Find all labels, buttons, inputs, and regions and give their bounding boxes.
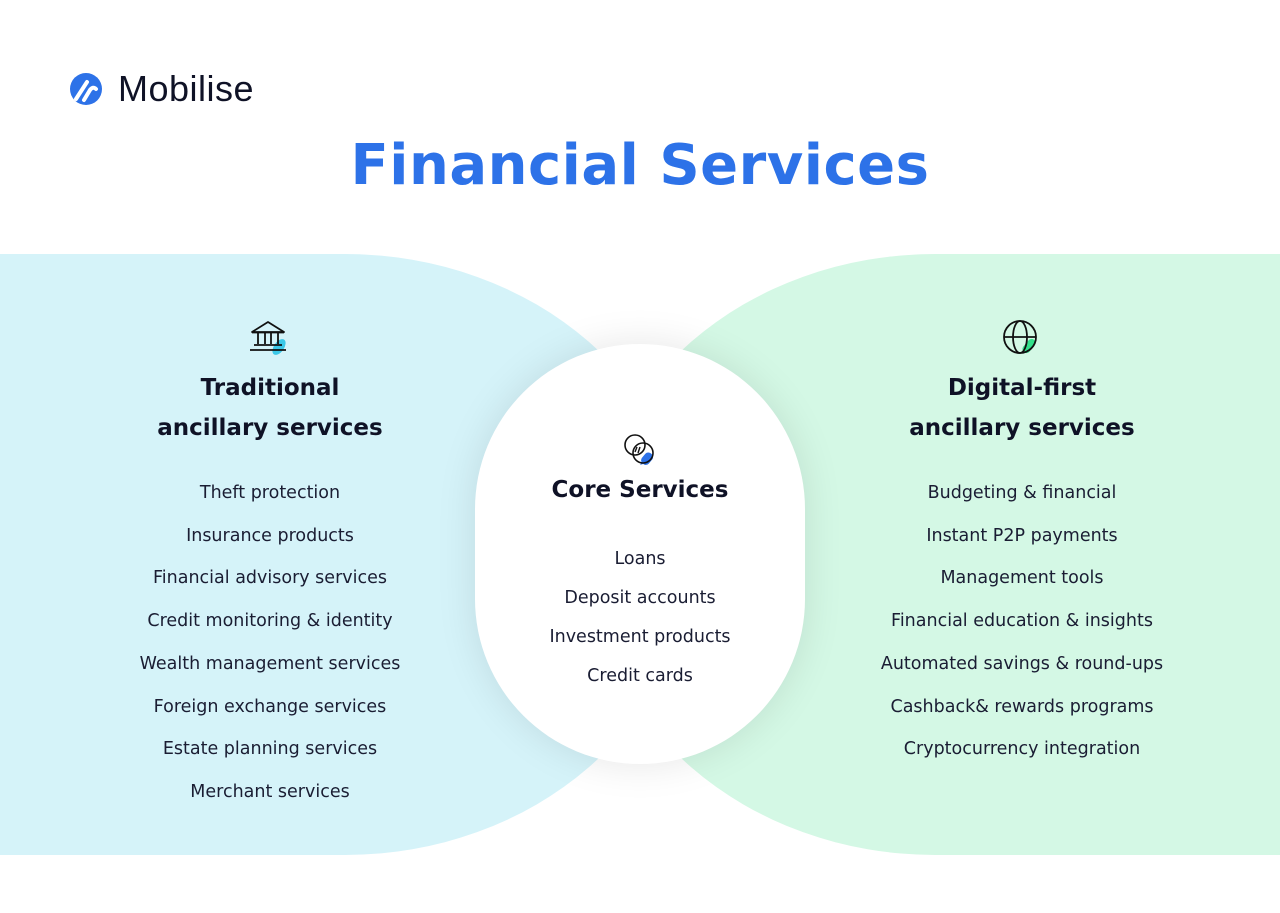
list-item: Foreign exchange services [153, 696, 387, 717]
list-item: Investment products [549, 627, 731, 647]
title-line-2: ancillary services [157, 415, 383, 441]
list-item: Estate planning services [162, 739, 378, 760]
overlapping-circles-icon [620, 432, 660, 468]
title-line-1: Traditional [200, 375, 340, 401]
list-item: Cryptocurrency integration [903, 739, 1141, 760]
list-item: Automated savings & round-ups [880, 653, 1164, 674]
traditional-services-list: Theft protection Insurance products Fina… [60, 472, 480, 814]
title-line-1: Digital-first [947, 375, 1097, 401]
list-item: Management tools [940, 568, 1104, 589]
list-item: Merchant services [190, 781, 350, 802]
bank-icon [246, 316, 294, 360]
traditional-title: Traditional ancillary services [60, 368, 480, 448]
list-item: Financial education & insights [891, 611, 1153, 632]
list-item: Budgeting & financial [927, 483, 1117, 503]
page-title: Financial Services [350, 133, 930, 198]
title-line-2: ancillary services [909, 415, 1135, 441]
list-item: Credit cards [587, 666, 693, 686]
traditional-services-section: Traditional ancillary services Theft pro… [60, 316, 480, 814]
list-item: Loans [614, 549, 666, 569]
core-services-list: Loans Deposit accounts Investment produc… [475, 540, 805, 696]
digital-title: Digital-first ancillary services [812, 368, 1232, 448]
mobilise-logo-icon [70, 73, 102, 105]
digital-services-section: Digital-first ancillary services Budgeti… [812, 316, 1232, 771]
list-item: Wealth management services [139, 653, 401, 674]
list-item: Instant P2P payments [926, 525, 1118, 546]
globe-icon [998, 316, 1046, 360]
list-item: Credit monitoring & identity [147, 611, 393, 632]
list-item: Insurance products [186, 525, 354, 546]
brand-name: Mobilise [118, 68, 255, 109]
list-item: Deposit accounts [564, 588, 716, 608]
core-services-title: Core Services [551, 477, 729, 503]
list-item: Cashback& rewards programs [890, 696, 1154, 717]
brand-logo: Mobilise [70, 68, 254, 110]
list-item: Financial advisory services [153, 568, 387, 589]
core-services-card: Core Services Loans Deposit accounts Inv… [475, 344, 805, 764]
list-item: Theft protection [199, 483, 341, 503]
digital-services-list: Budgeting & financial Instant P2P paymen… [812, 472, 1232, 771]
